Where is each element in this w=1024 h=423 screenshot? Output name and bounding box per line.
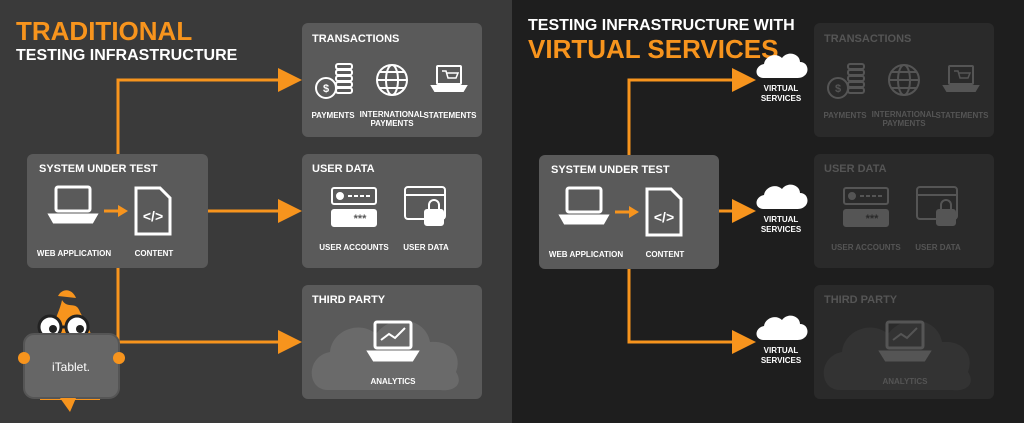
system-under-test-panel-virtual: SYSTEM UNDER TEST WEB APPLICATION </> CO…	[539, 155, 719, 269]
svg-text:</>: </>	[654, 209, 674, 225]
transactions-panel-virtual-faded: TRANSACTIONS $ PAYMENTS INTERNATIONAL PA…	[814, 23, 994, 137]
analytics-laptop-icon	[878, 320, 932, 362]
system-under-test-panel-traditional: SYSTEM UNDER TEST WEB APPLICATION </> CO…	[27, 154, 208, 268]
user-accounts-label: USER ACCOUNTS	[319, 243, 389, 252]
third-party-title: THIRD PARTY	[312, 294, 386, 306]
payments-label: PAYMENTS	[823, 111, 867, 120]
third-party-panel-virtual-faded: THIRD PARTY ANALYTICS	[814, 285, 994, 399]
svg-text:</>: </>	[143, 208, 163, 224]
web-application-label: WEB APPLICATION	[37, 249, 111, 258]
laptop-icon	[558, 186, 610, 225]
traditional-title: TRADITIONAL	[16, 16, 192, 46]
cloud-icon	[756, 53, 808, 78]
user-data-panel-traditional: USER DATA *** USER ACCOUNTS USER DATA	[302, 154, 482, 268]
content-label: CONTENT	[646, 250, 685, 259]
traditional-subtitle: TESTING INFRASTRUCTURE	[16, 47, 238, 64]
coins-icon: $	[315, 63, 353, 99]
svg-text:***: ***	[354, 213, 368, 225]
system-under-test-title: SYSTEM UNDER TEST	[39, 163, 158, 175]
svg-text:$: $	[835, 83, 841, 95]
user-accounts-icon: ***	[843, 187, 889, 227]
browser-lock-icon	[916, 186, 958, 226]
virtual-service-cloud-user-data: VIRTUAL SERVICES	[756, 184, 808, 234]
small-arrow-icon	[104, 205, 128, 217]
statements-label: STATEMENTS	[423, 111, 477, 120]
international-payments-label-2: PAYMENTS	[882, 119, 926, 128]
third-party-panel-traditional: THIRD PARTY ANALYTICS	[302, 285, 482, 399]
virtual-services-label-1: VIRTUAL	[764, 84, 799, 93]
user-data-label: USER DATA	[915, 243, 961, 252]
connector-lines-virtual	[627, 68, 756, 354]
user-accounts-icon: ***	[331, 187, 377, 227]
web-application-label: WEB APPLICATION	[549, 250, 623, 259]
analytics-label: ANALYTICS	[882, 377, 928, 386]
virtual-services-label-2: SERVICES	[761, 225, 802, 234]
laptop-icon	[47, 185, 99, 224]
statements-label: STATEMENTS	[935, 111, 989, 120]
virtual-services-label-1: VIRTUAL	[764, 215, 799, 224]
transactions-title: TRANSACTIONS	[824, 33, 911, 45]
user-data-title: USER DATA	[824, 163, 887, 175]
globe-icon	[888, 64, 920, 96]
virtual-service-cloud-third-party: VIRTUAL SERVICES	[756, 315, 808, 365]
laptop-cart-icon	[942, 65, 980, 92]
analytics-laptop-icon	[366, 320, 420, 362]
svg-text:***: ***	[866, 213, 880, 225]
virtual-service-cloud-transactions: VIRTUAL SERVICES	[756, 53, 808, 103]
user-data-panel-virtual-faded: USER DATA *** USER ACCOUNTS USER DATA	[814, 154, 994, 268]
cloud-icon	[756, 184, 808, 209]
international-payments-label-1: INTERNATIONAL	[360, 110, 425, 119]
svg-text:$: $	[323, 83, 329, 95]
user-data-title: USER DATA	[312, 163, 375, 175]
payments-label: PAYMENTS	[311, 111, 355, 120]
third-party-title: THIRD PARTY	[824, 294, 898, 306]
analytics-label: ANALYTICS	[370, 377, 416, 386]
transactions-panel-traditional: TRANSACTIONS $ PAYMENTS INTERNATIONAL	[302, 23, 482, 137]
international-payments-label-1: INTERNATIONAL	[872, 110, 937, 119]
small-arrow-icon	[615, 206, 639, 218]
virtual-services-label-1: VIRTUAL	[764, 346, 799, 355]
mascot-character: iTablet.	[18, 290, 125, 412]
code-document-icon: </>	[134, 186, 172, 236]
coins-icon: $	[827, 63, 865, 99]
virtual-subtitle: VIRTUAL SERVICES	[528, 34, 778, 64]
user-accounts-label: USER ACCOUNTS	[831, 243, 901, 252]
cloud-icon	[756, 315, 808, 340]
system-under-test-title: SYSTEM UNDER TEST	[551, 164, 670, 176]
international-payments-label-2: PAYMENTS	[370, 119, 414, 128]
mascot-glasses-icon	[37, 314, 90, 340]
content-label: CONTENT	[135, 249, 174, 258]
virtual-services-label-2: SERVICES	[761, 94, 802, 103]
browser-lock-icon	[404, 186, 446, 226]
virtual-services-label-2: SERVICES	[761, 356, 802, 365]
transactions-title: TRANSACTIONS	[312, 33, 399, 45]
mascot-tablet-text: iTablet.	[52, 360, 90, 374]
user-data-label: USER DATA	[403, 243, 449, 252]
code-document-icon: </>	[645, 187, 683, 237]
laptop-cart-icon	[430, 65, 468, 92]
globe-icon	[376, 64, 408, 96]
virtual-title: TESTING INFRASTRUCTURE WITH	[528, 17, 795, 34]
